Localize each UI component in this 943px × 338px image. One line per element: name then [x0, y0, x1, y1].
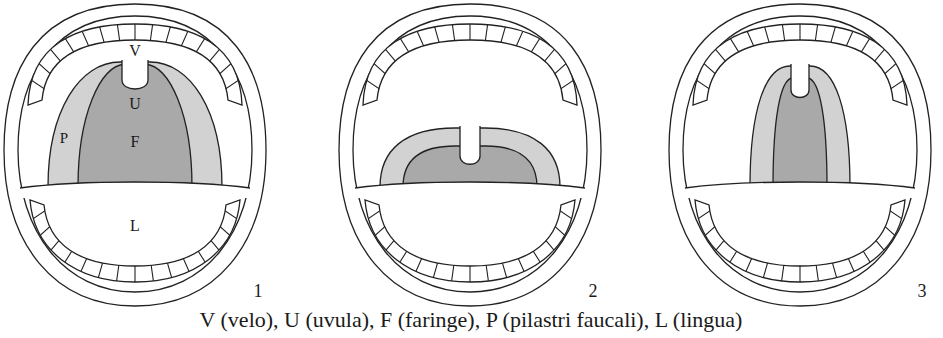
mouth-figure: [0, 0, 301, 338]
figure-number: 1: [254, 282, 263, 300]
part-letter: L: [130, 218, 140, 234]
uvula: [122, 60, 148, 89]
figure-number: 2: [589, 282, 598, 300]
part-letter: V: [129, 43, 141, 59]
figure-caption: V (velo), U (uvula), F (faringe), P (pil…: [200, 309, 743, 331]
mouth-figure: [304, 0, 636, 338]
mouth-figure: [634, 0, 943, 338]
part-letter: U: [129, 96, 141, 112]
uvula: [460, 126, 480, 164]
figure-number: 3: [918, 282, 927, 300]
uvula: [791, 64, 809, 98]
part-letter: P: [60, 131, 68, 146]
part-letter: F: [131, 134, 140, 150]
